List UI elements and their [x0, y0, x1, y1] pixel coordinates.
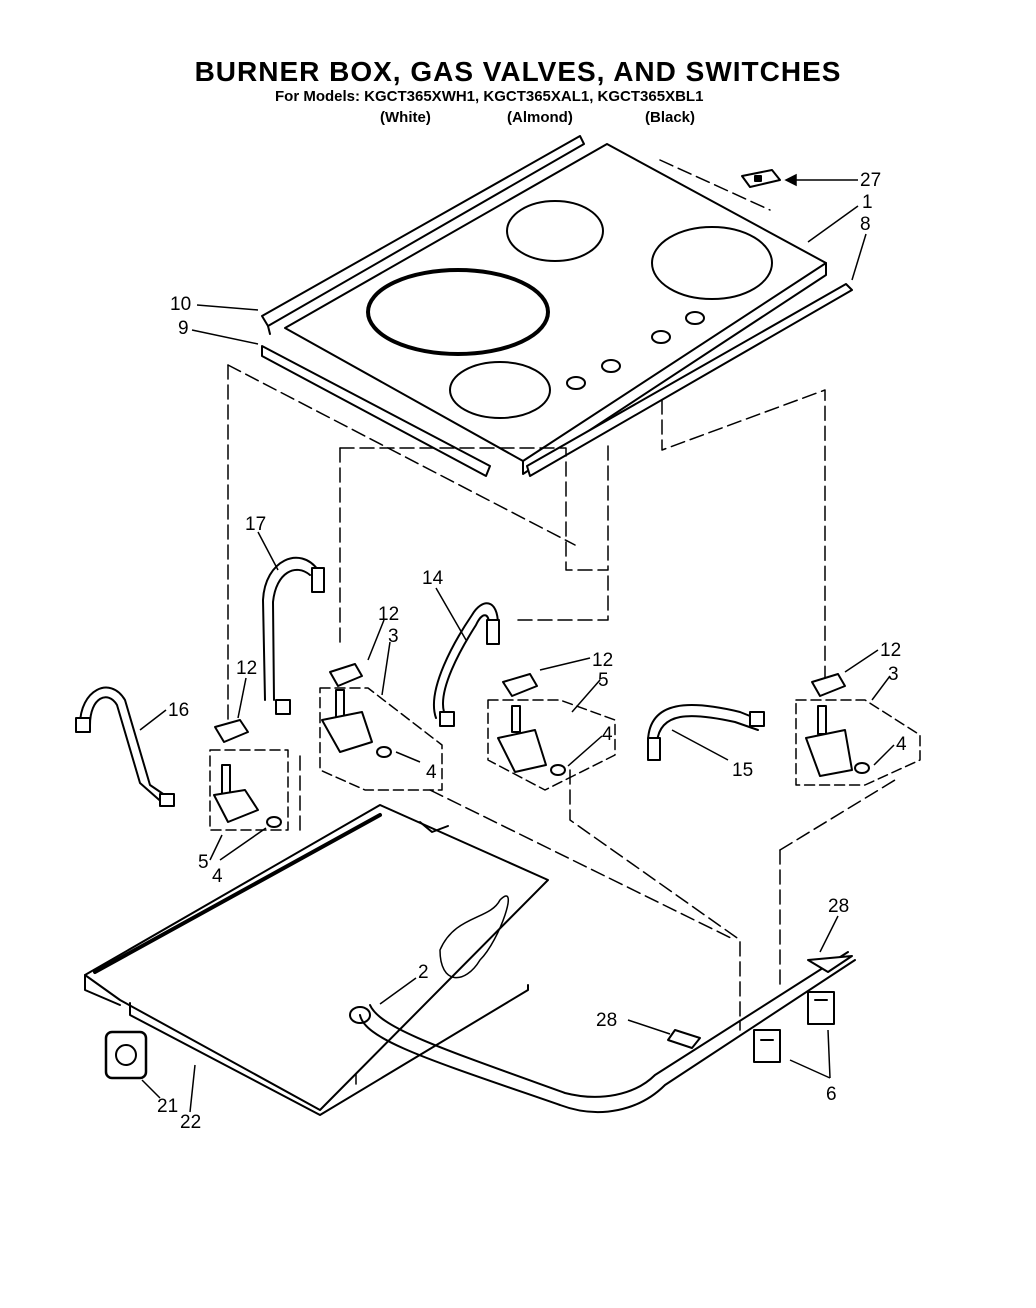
- callout-8: 8: [860, 214, 871, 235]
- leader-arrows: [139, 173, 895, 1113]
- callout-14: 14: [422, 568, 444, 589]
- cooktop-panel: [284, 143, 827, 475]
- callout-27: 27: [860, 170, 881, 191]
- igniter-module-21: [104, 1030, 148, 1080]
- callout-4-a: 4: [426, 762, 437, 783]
- rear-trim-strip: [261, 135, 585, 335]
- gas-valve-mid-left: [319, 663, 443, 791]
- gas-valve-mid-right: [487, 673, 616, 791]
- callout-12-c: 12: [592, 650, 613, 671]
- callout-12-a: 12: [378, 604, 399, 625]
- callout-6: 6: [826, 1084, 837, 1105]
- pipe-bracket-28: [667, 955, 853, 1049]
- gas-tube-17: [262, 556, 325, 715]
- callout-17: 17: [245, 514, 266, 535]
- callout-4-b: 4: [602, 724, 613, 745]
- switch-part-6: [753, 991, 835, 1063]
- gas-manifold-pipe: [349, 951, 856, 1113]
- variant-almond: (Almond): [507, 109, 573, 126]
- alignment-lines: [227, 159, 896, 1086]
- burner-box: [84, 804, 549, 1116]
- callout-15: 15: [732, 760, 753, 781]
- callout-2: 2: [418, 962, 429, 983]
- gas-tube-15: [647, 704, 765, 761]
- right-trim-strip: [526, 283, 853, 477]
- callout-4-c: 4: [896, 734, 907, 755]
- callout-4-d: 4: [212, 866, 223, 887]
- callout-9: 9: [178, 318, 189, 339]
- gas-tube-16: [75, 686, 175, 807]
- switch-part-27: [741, 169, 781, 188]
- callout-5-a: 5: [598, 670, 609, 691]
- variant-white: (White): [380, 109, 431, 126]
- gas-valve-right: [795, 673, 921, 786]
- callout-labels: 27 1 8 10 9 17 14 12 3 12 12 5 12 3 16 4…: [157, 170, 907, 1133]
- callout-12-b: 12: [236, 658, 257, 679]
- callout-3-b: 3: [888, 664, 899, 685]
- callout-22: 22: [180, 1112, 201, 1133]
- callout-10: 10: [170, 294, 191, 315]
- callout-5-b: 5: [198, 852, 209, 873]
- gas-valve-left: [209, 719, 289, 831]
- variant-black: (Black): [645, 109, 696, 126]
- callout-28-a: 28: [828, 896, 849, 917]
- callout-28-b: 28: [596, 1010, 617, 1031]
- front-trim-strip: [261, 345, 491, 477]
- page-title: BURNER BOX, GAS VALVES, AND SWITCHES: [194, 56, 842, 87]
- callout-1: 1: [862, 192, 873, 213]
- models-line: For Models: KGCT365XWH1, KGCT365XAL1, KG…: [275, 88, 704, 105]
- gas-tube-14: [433, 602, 500, 727]
- callout-21: 21: [157, 1096, 178, 1117]
- callout-3-a: 3: [388, 626, 399, 647]
- callout-16: 16: [168, 700, 189, 721]
- callout-12-d: 12: [880, 640, 901, 661]
